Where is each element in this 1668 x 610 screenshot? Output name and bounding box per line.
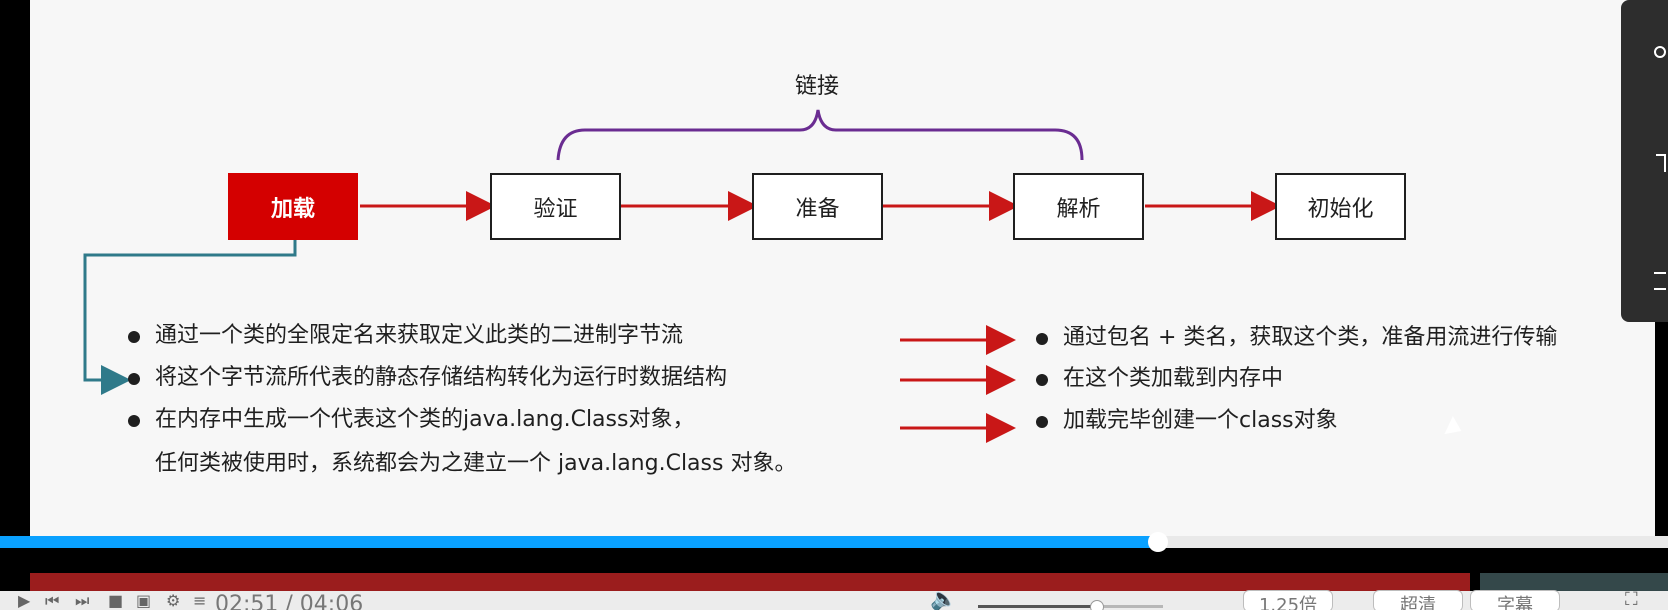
prev-icon[interactable]: ⏮ [45, 591, 60, 610]
tool-icon-2[interactable] [1656, 154, 1666, 172]
side-tool-panel [1621, 0, 1668, 322]
progress-thumb[interactable] [1148, 532, 1168, 552]
load-connector [83, 240, 297, 395]
tool-icon-3[interactable] [1654, 272, 1666, 290]
stage-initialize: 初始化 [1275, 173, 1406, 240]
next-icon[interactable]: ⏭ [75, 591, 90, 610]
left-bullet-dot-1 [128, 331, 140, 343]
stage-load: 加载 [228, 173, 358, 240]
left-bullet-2: 将这个字节流所代表的静态存储结构转化为运行时数据结构 [155, 365, 728, 390]
stop-icon[interactable]: ■ [108, 591, 124, 610]
left-bullet-3-continuation: 任何类被使用时，系统都会为之建立一个 java.lang.Class 对象。 [155, 451, 797, 476]
right-bullet-dot-1 [1036, 333, 1048, 345]
progress-fill [0, 536, 1158, 548]
slide-footer-accent [1480, 573, 1668, 591]
menu-icon[interactable]: ≡ [193, 591, 207, 610]
left-bullet-3: 在内存中生成一个代表这个类的java.lang.Class对象， [155, 407, 695, 432]
link-label: 链接 [795, 74, 840, 99]
time-display: 02:51 / 04:06 [215, 592, 364, 610]
left-bullet-dot-3 [128, 415, 140, 427]
subtitle-button[interactable]: 字幕 [1470, 590, 1560, 610]
left-bullet-dot-2 [128, 373, 140, 385]
speed-button[interactable]: 1.25倍 [1243, 590, 1333, 610]
playlist-icon[interactable]: ▣ [136, 591, 152, 610]
stage-resolve: 解析 [1013, 173, 1144, 240]
diagram-graphics [83, 109, 1281, 443]
play-icon[interactable]: ▶ [18, 591, 31, 610]
stage-prepare: 准备 [752, 173, 883, 240]
right-bullet-dot-3 [1036, 416, 1048, 428]
tool-icon-1[interactable] [1654, 46, 1666, 58]
volume-knob[interactable] [1090, 600, 1104, 610]
volume-icon[interactable]: 🔈 [930, 587, 958, 610]
right-bullet-1: 通过包名 + 类名，获取这个类，准备用流进行传输 [1063, 325, 1558, 350]
quality-button[interactable]: 超清 [1373, 590, 1463, 610]
settings-icon[interactable]: ⚙ [166, 591, 181, 610]
stage-verify: 验证 [490, 173, 621, 240]
right-bullet-3: 加载完毕创建一个class对象 [1063, 408, 1338, 433]
right-bullet-dot-2 [1036, 374, 1048, 386]
link-bracket [556, 109, 1084, 161]
fullscreen-icon[interactable]: ⛶ [1625, 589, 1638, 610]
volume-fill [978, 605, 1096, 608]
slide-footer-strip [30, 573, 1470, 591]
slide-background [30, 0, 1655, 548]
left-bullet-1: 通过一个类的全限定名来获取定义此类的二进制字节流 [155, 323, 684, 348]
right-bullet-2: 在这个类加载到内存中 [1063, 366, 1284, 391]
